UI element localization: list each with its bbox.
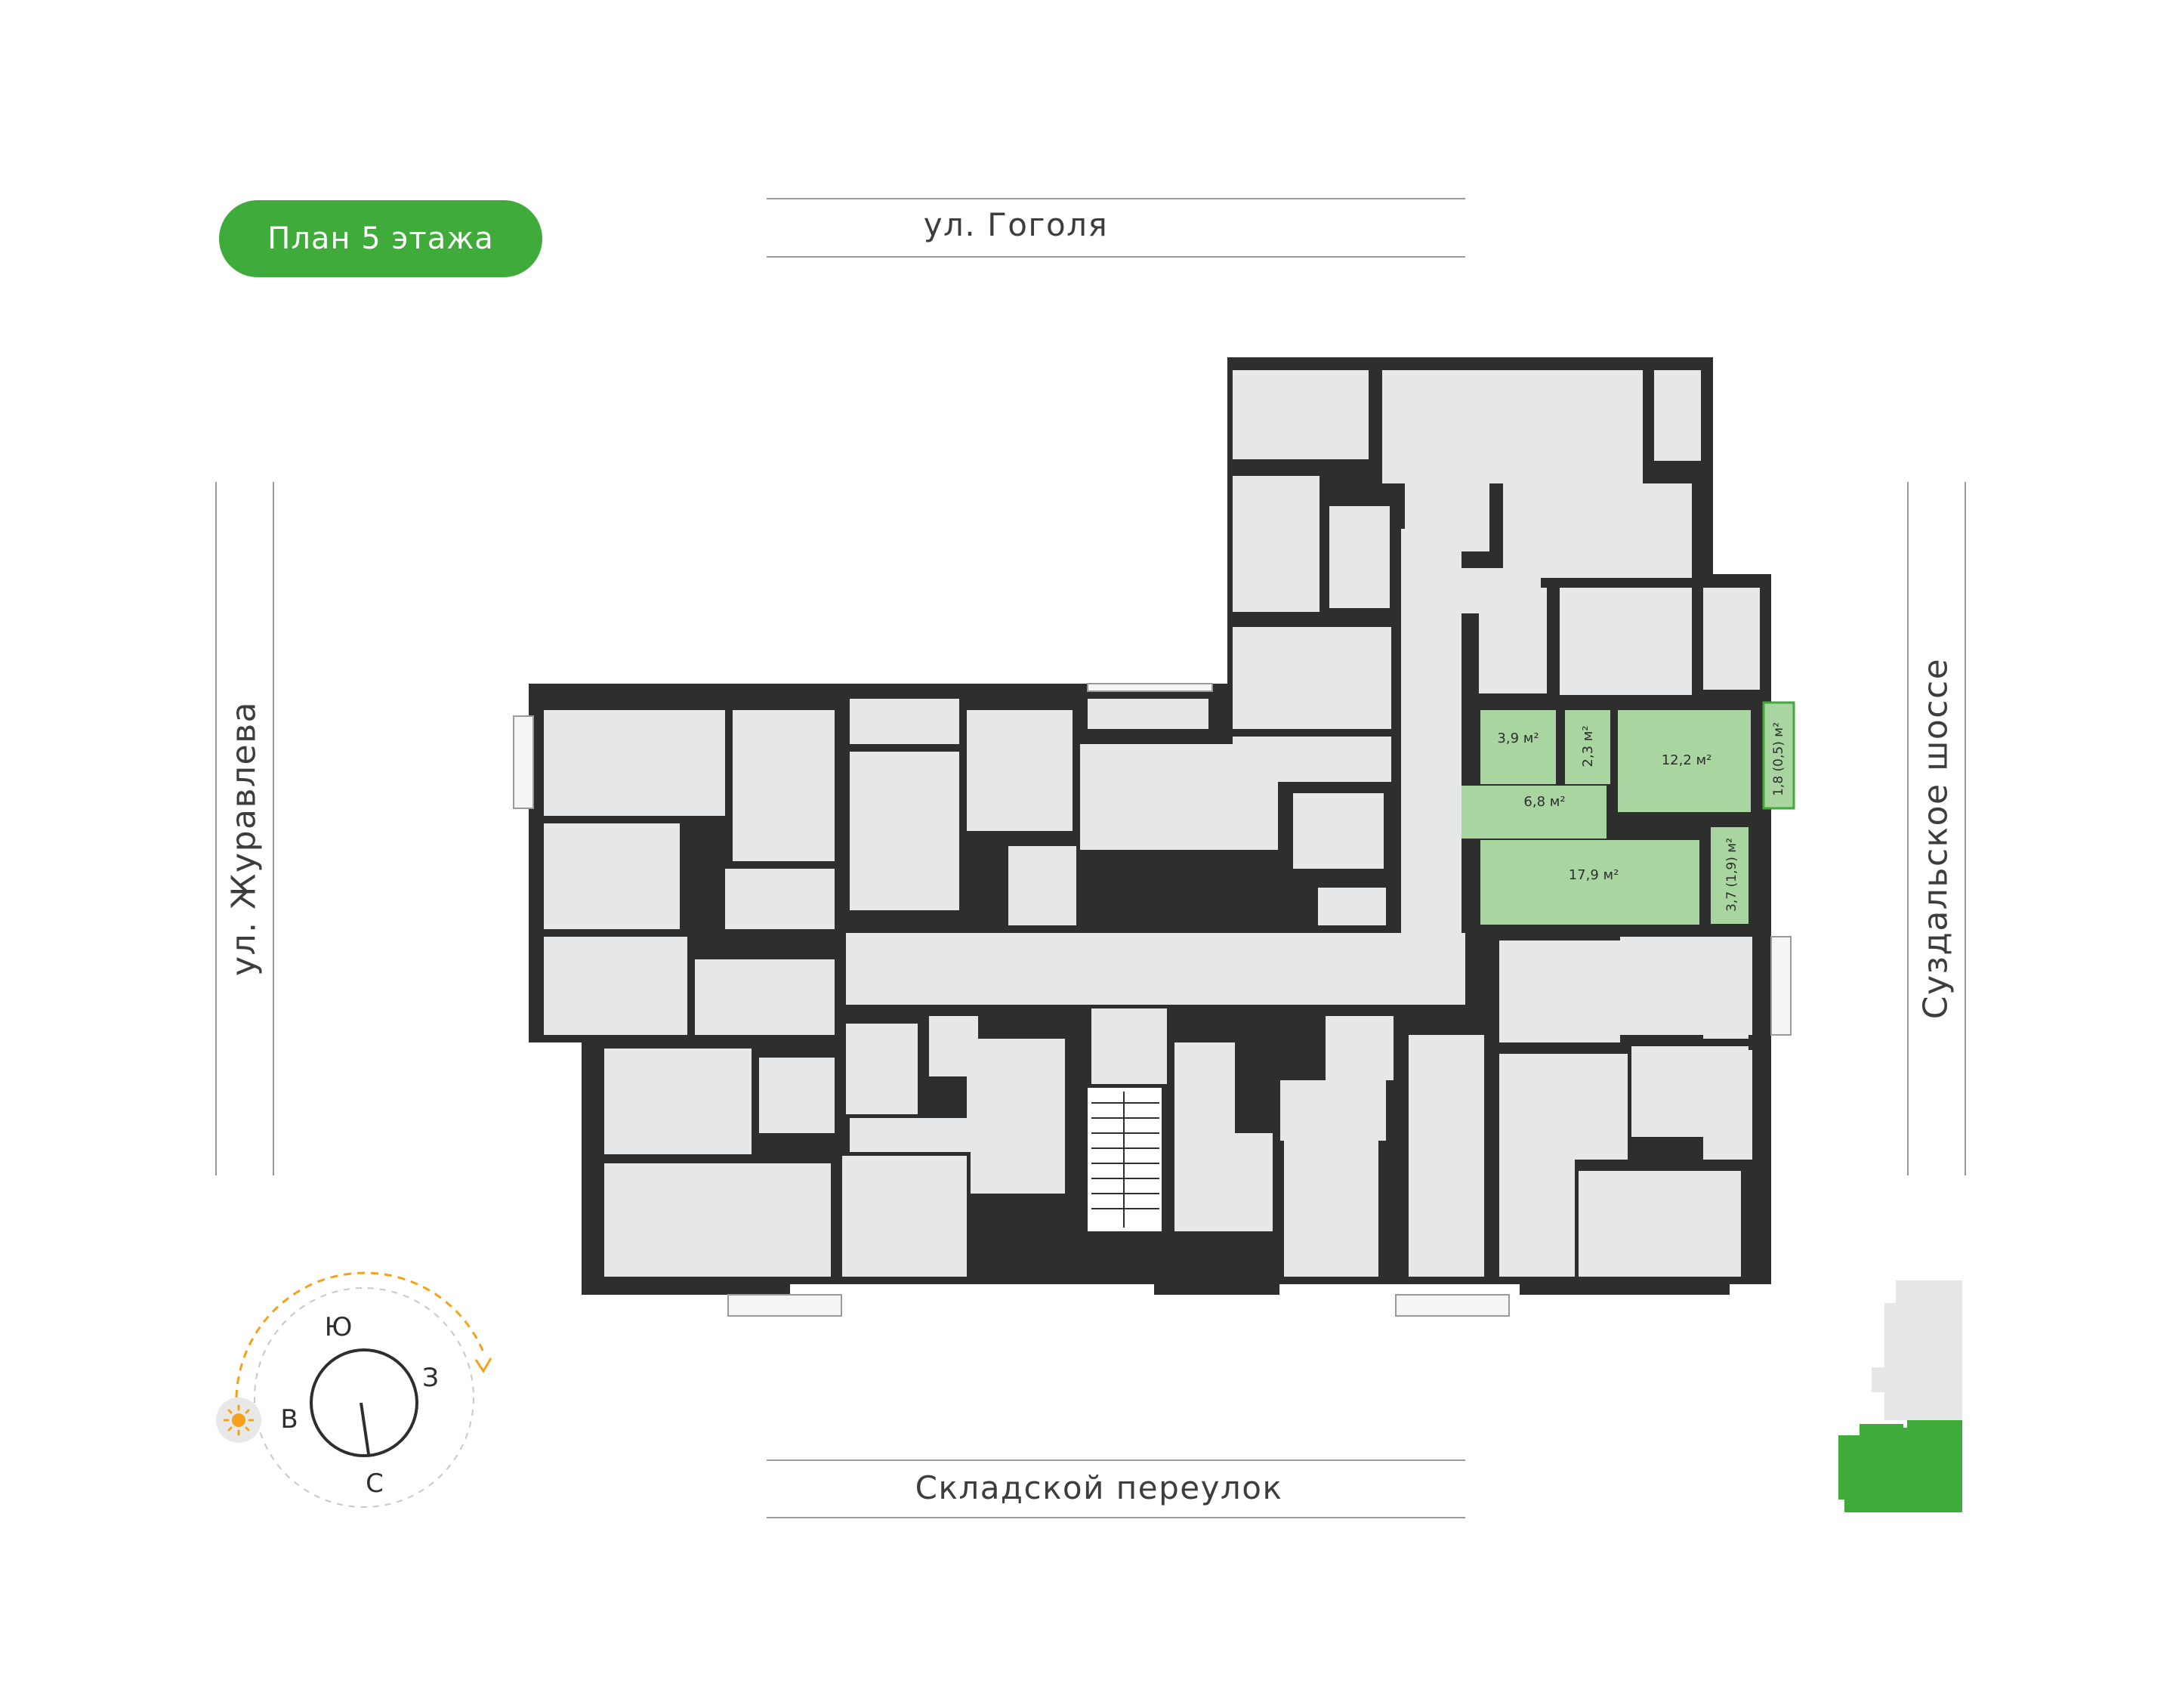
road-line: [767, 256, 1465, 258]
road-line: [215, 482, 217, 1175]
room-label: 17,9 м²: [1569, 867, 1619, 883]
room-6-8[interactable]: [1461, 786, 1607, 839]
rooms: [544, 370, 1760, 1277]
road-line: [767, 1517, 1465, 1518]
room-12-2[interactable]: [1618, 710, 1751, 812]
key-plan: [1838, 1280, 1962, 1512]
compass: Ю З В С: [216, 1271, 492, 1508]
road-line: [1965, 482, 1966, 1175]
balconies: [513, 683, 1792, 1317]
sun-icon: [216, 1398, 261, 1443]
road-line: [1907, 482, 1909, 1175]
compass-west-label: З: [422, 1363, 439, 1393]
room-2-3[interactable]: [1565, 710, 1610, 784]
room-3-9[interactable]: [1480, 710, 1556, 784]
street-bottom-label: Складской переулок: [915, 1469, 1283, 1506]
road-line: [273, 482, 274, 1175]
room-label: 2,3 м²: [1580, 725, 1596, 767]
floor-badge: План 5 этажа: [219, 200, 542, 277]
compass-north-label: С: [366, 1469, 384, 1499]
compass-south-label: Ю: [325, 1312, 353, 1342]
road-line: [767, 198, 1465, 199]
room-1-8[interactable]: [1762, 701, 1795, 810]
room-label: 3,9 м²: [1497, 730, 1539, 746]
elevators: [1097, 867, 1225, 916]
street-top-label: ул. Гоголя: [923, 206, 1109, 243]
room-label: 12,2 м²: [1662, 752, 1712, 768]
room-label: 3,7 (1,9) м²: [1724, 838, 1739, 912]
room-3-7[interactable]: [1711, 827, 1749, 924]
compass-east-label: В: [280, 1404, 298, 1435]
apartment-highlight[interactable]: 3,9 м² 2,3 м² 12,2 м² 1,8 (0,5) м² 6,8 м…: [1461, 701, 1795, 925]
room-label: 1,8 (0,5) м²: [1771, 722, 1786, 796]
room-label: 6,8 м²: [1523, 794, 1565, 810]
road-line: [767, 1459, 1465, 1461]
room-17-9[interactable]: [1480, 840, 1699, 925]
staircase: [1091, 1092, 1159, 1228]
